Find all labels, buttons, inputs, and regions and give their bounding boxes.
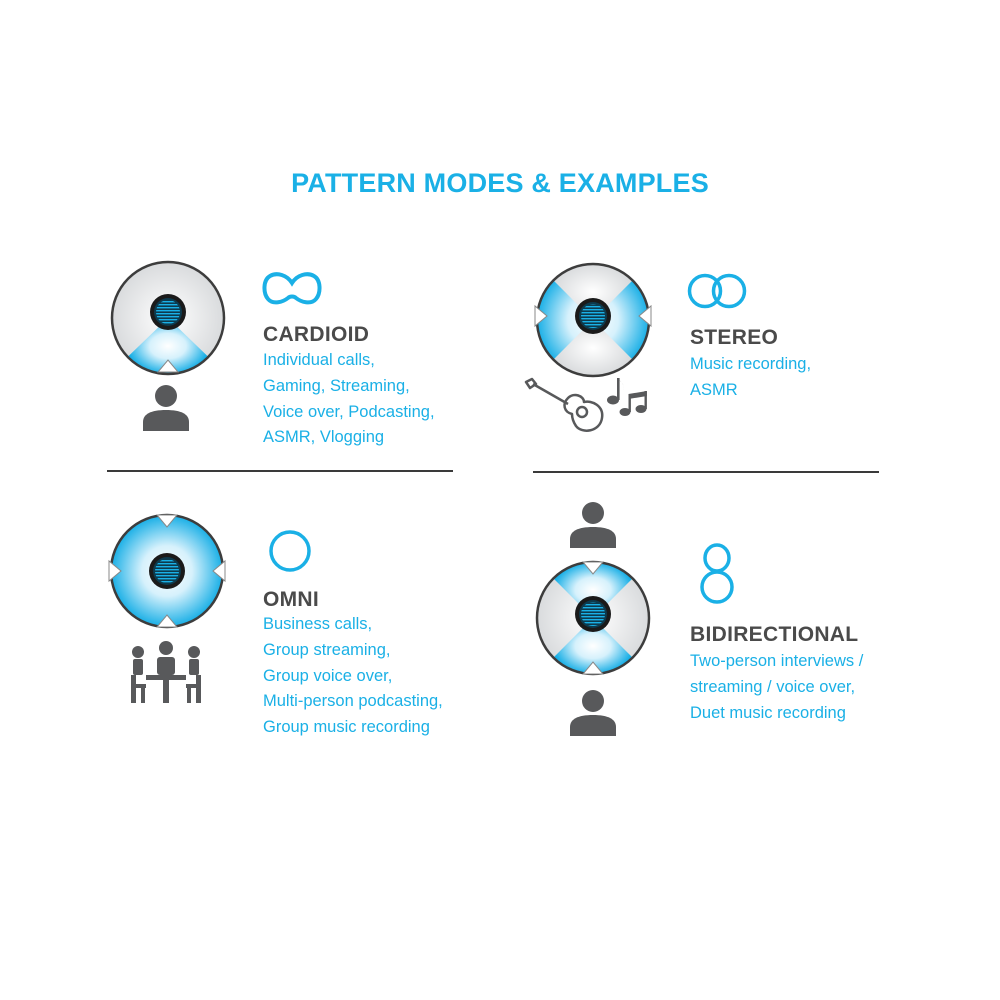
list-item: Voice over, Podcasting,: [263, 402, 435, 421]
omni-mic-diagram: [108, 513, 226, 629]
list-item: Duet music recording: [690, 703, 846, 722]
divider-right: [533, 471, 879, 473]
mode-name-bidirectional: BIDIRECTIONAL: [690, 623, 859, 646]
omni-pattern-icon: [269, 530, 311, 572]
list-item: Two-person interviews /: [690, 652, 864, 670]
music-notes-icon: [607, 378, 647, 416]
use-list-stereo: Music recording, ASMR: [690, 352, 811, 404]
cardioid-mic-diagram: [110, 260, 226, 376]
list-item: Group voice over,: [263, 666, 393, 685]
list-item: Group music recording: [263, 718, 430, 737]
mode-name-stereo: STEREO: [690, 326, 779, 349]
mode-name-omni: OMNI: [263, 588, 320, 611]
cardioid-pattern-icon: [262, 272, 322, 305]
use-list-cardioid: Individual calls, Gaming, Streaming, Voi…: [263, 348, 435, 451]
divider-left: [107, 470, 453, 472]
list-item: Group streaming,: [263, 640, 391, 659]
list-item: streaming / voice over,: [690, 677, 856, 696]
mode-name-cardioid: CARDIOID: [263, 323, 370, 346]
list-item: ASMR, Vlogging: [263, 428, 385, 447]
stereo-mic-diagram: [534, 262, 652, 378]
bidirectional-pattern-icon: [700, 543, 734, 604]
list-item: ASMR: [690, 380, 738, 399]
person-icon: [570, 690, 616, 736]
bidirectional-mic-diagram: [535, 560, 651, 676]
list-item: Gaming, Streaming,: [263, 376, 410, 395]
page-title: PATTERN MODES & EXAMPLES: [291, 168, 709, 198]
group-meeting-icon: [131, 641, 201, 703]
list-item: Music recording,: [690, 355, 812, 373]
use-list-bidirectional: Two-person interviews / streaming / voic…: [690, 649, 863, 726]
use-list-omni: Business calls, Group streaming, Group v…: [263, 612, 443, 741]
list-item: Multi-person podcasting,: [263, 692, 443, 711]
stereo-pattern-icon: [687, 273, 747, 309]
list-item: Individual calls,: [263, 351, 375, 369]
list-item: Business calls,: [263, 615, 373, 633]
person-icon: [143, 385, 189, 431]
person-icon: [570, 502, 616, 548]
guitar-icon: [524, 377, 604, 432]
